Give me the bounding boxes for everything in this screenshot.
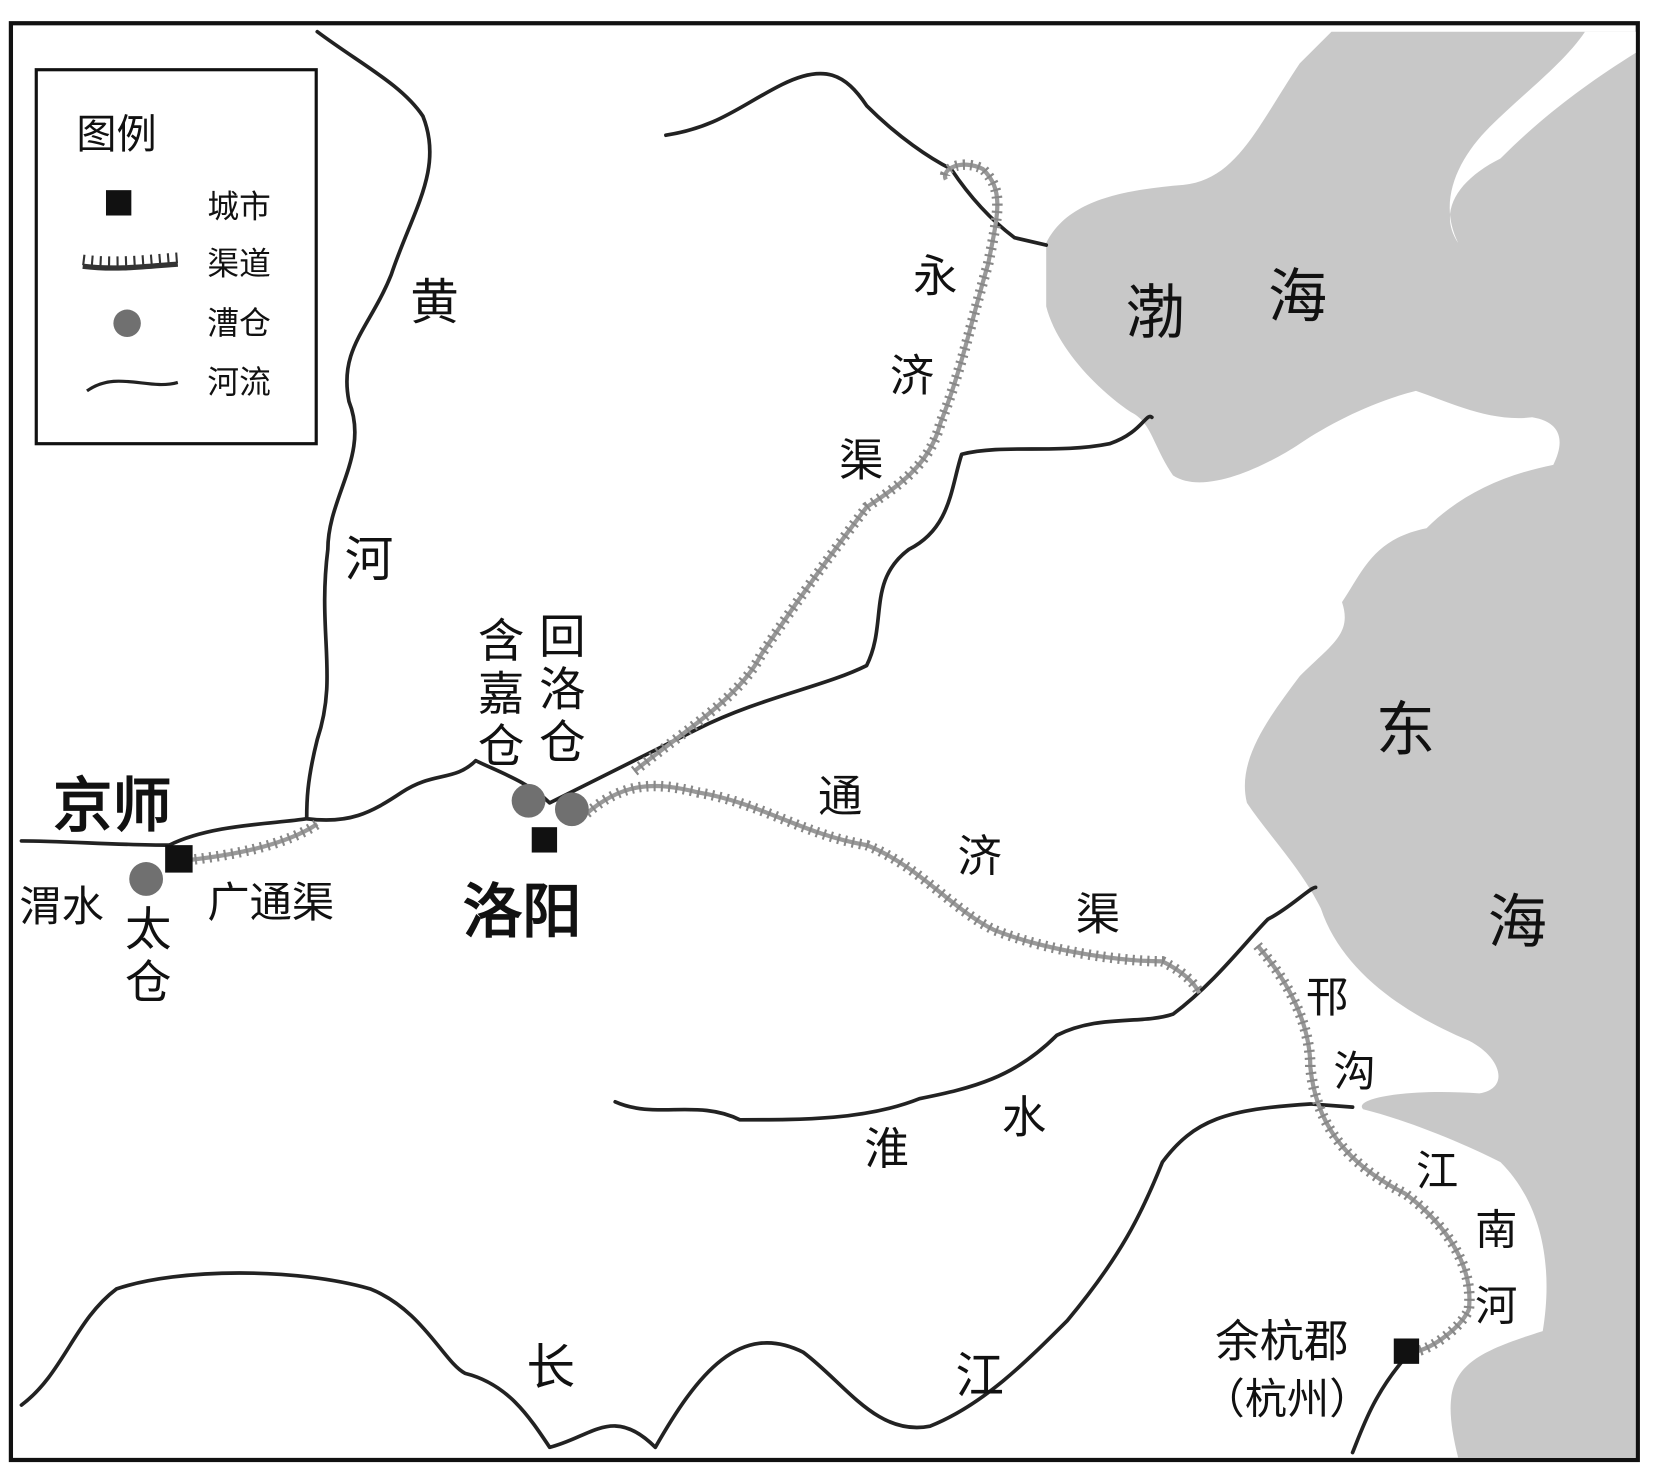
luoyang-label: 洛阳 xyxy=(463,877,581,946)
legend-label-canal: 渠道 xyxy=(207,247,270,283)
donghai-label-1: 东 xyxy=(1376,695,1435,764)
yuhang-city-marker xyxy=(1393,1338,1420,1364)
jiangnan-label-1: 江 xyxy=(1416,1146,1458,1195)
huiluo-granary xyxy=(554,792,589,827)
huaishui-river xyxy=(613,885,1318,1122)
tongji-label-1: 通 xyxy=(818,771,862,822)
canal-line-icon xyxy=(82,252,179,271)
tongji-label-2: 济 xyxy=(957,832,1001,883)
yongji-label-1: 永 xyxy=(913,252,957,303)
jingshi-label: 京师 xyxy=(53,771,171,840)
hanjia-label-1: 含 xyxy=(478,614,524,668)
yongji-label-3: 渠 xyxy=(839,435,883,486)
legend-label-city: 城市 xyxy=(207,190,270,226)
city-square-icon xyxy=(105,190,132,216)
huiluo-label-3: 仓 xyxy=(539,716,585,770)
bohai-sea xyxy=(1046,31,1636,1458)
huaishui-label-1: 淮 xyxy=(865,1124,909,1175)
legend-title: 图例 xyxy=(76,112,156,158)
yuhang-note-label: （杭州） xyxy=(1203,1375,1372,1424)
hanjia-label-2: 嘉 xyxy=(478,667,524,721)
peninsula-land xyxy=(1449,31,1636,243)
legend-label-granary: 漕仓 xyxy=(207,306,270,342)
river-line-icon xyxy=(86,379,179,393)
luoyang-city-marker xyxy=(531,827,558,853)
weishui-river xyxy=(19,839,172,847)
hanjia-granary xyxy=(511,783,546,818)
huiluo-label-2: 洛 xyxy=(539,663,585,717)
bohai-label-2: 海 xyxy=(1268,262,1327,331)
hangou-jiangnan-canal xyxy=(1253,942,1475,1358)
jiangnan-label-2: 南 xyxy=(1475,1205,1517,1254)
guangtong-label: 广通渠 xyxy=(207,878,334,927)
weishui-label: 渭水 xyxy=(19,882,104,931)
granary-circle-icon xyxy=(113,309,141,338)
hangou-label-2: 沟 xyxy=(1334,1047,1376,1096)
jiangnan-label-3: 河 xyxy=(1475,1282,1517,1331)
jingshi-city-marker xyxy=(165,845,193,873)
huanghe-label-1: 黄 xyxy=(410,275,459,331)
tongji-label-3: 渠 xyxy=(1076,890,1120,941)
huiluo-label-1: 回 xyxy=(539,610,585,664)
hanjia-label-3: 仓 xyxy=(478,720,524,774)
yongji-canal xyxy=(630,159,1003,776)
changjiang-river xyxy=(19,1102,1408,1455)
taicang-label-1: 太 xyxy=(125,903,171,957)
donghai-label-2: 海 xyxy=(1488,887,1547,956)
huanghe-label-2: 河 xyxy=(345,532,394,588)
legend-label-river: 河流 xyxy=(207,365,270,401)
taicang-granary xyxy=(129,862,164,896)
taicang-label-2: 仓 xyxy=(125,955,171,1009)
huanghe-river xyxy=(167,29,1154,847)
yongji-label-2: 济 xyxy=(890,351,934,402)
legend: 图例 城市 渠道 漕仓 河流 xyxy=(34,68,318,446)
huaishui-label-2: 水 xyxy=(1002,1092,1046,1143)
yongji-upper-river xyxy=(664,71,1049,247)
changjiang-label-1: 长 xyxy=(526,1340,575,1396)
guangtong-canal xyxy=(179,819,321,867)
changjiang-label-2: 江 xyxy=(955,1348,1004,1404)
hangou-label-1: 邗 xyxy=(1306,973,1348,1022)
yuhang-label: 余杭郡 xyxy=(1215,1316,1348,1367)
tongji-canal xyxy=(583,780,1205,996)
bohai-label-1: 渤 xyxy=(1125,278,1184,347)
